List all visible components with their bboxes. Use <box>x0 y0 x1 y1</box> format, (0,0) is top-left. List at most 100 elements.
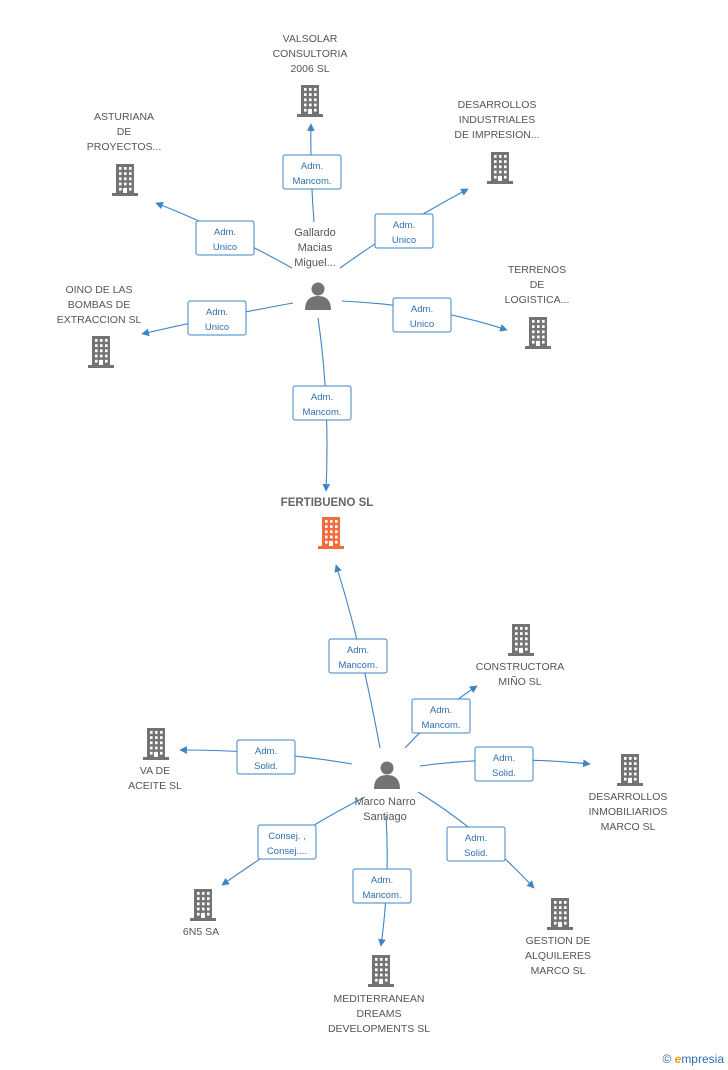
relation-badge[interactable]: Adm.Mancom. <box>282 154 342 190</box>
company-label-line: DESARROLLOS <box>589 791 668 803</box>
relation-badge[interactable]: Adm.Unico <box>392 297 452 333</box>
person-label-line: Santiago <box>363 811 406 823</box>
relation-badge-label-line: Adm. <box>206 307 228 318</box>
building-icon <box>190 889 216 921</box>
center-company-node[interactable]: FERTIBUENO SL <box>281 497 374 549</box>
company-label-line: CONSTRUCTORA <box>476 661 564 673</box>
company-label-line: DEVELOPMENTS SL <box>328 1023 430 1035</box>
company-label: 6N5 SA <box>183 926 219 938</box>
relation-badge[interactable]: Adm.Mancom. <box>292 385 352 421</box>
relation-badge-label: Adm.Solid. <box>492 753 516 779</box>
person-label-line: Gallardo <box>294 227 336 239</box>
person-label-line: Miguel... <box>294 257 336 269</box>
relation-badge-label: Adm.Unico <box>410 304 434 330</box>
brand-name: mpresia <box>681 1052 724 1066</box>
relation-badge-label: Adm.Mancom. <box>292 161 331 187</box>
company-node-va_aceite[interactable]: VA DE ACEITE SL <box>128 728 182 792</box>
relation-badge-label-line: Unico <box>410 319 434 330</box>
relation-badge-box <box>374 213 434 249</box>
relation-badge[interactable]: Adm.Unico <box>374 213 434 249</box>
company-label-line: LOGISTICA... <box>505 294 570 306</box>
relation-badge-label: Adm.Solid. <box>464 833 488 859</box>
building-icon <box>88 336 114 368</box>
relation-badge-box <box>446 826 506 862</box>
relation-badge-label: Adm. Solid. <box>254 746 278 772</box>
company-label-line: 6N5 SA <box>183 926 219 938</box>
company-label-line: CONSULTORIA <box>273 48 348 60</box>
relation-badge-box <box>187 300 247 336</box>
company-label-line: INMOBILIARIOS <box>589 806 668 818</box>
relation-badge[interactable]: Adm.Solid. <box>446 826 506 862</box>
company-node-6n5[interactable]: 6N5 SA <box>183 889 219 938</box>
relation-badge[interactable]: Adm. Mancom. <box>352 868 412 904</box>
building-icon <box>112 164 138 196</box>
relation-badge[interactable]: Adm. Solid. <box>236 739 296 775</box>
relation-badge[interactable]: Adm.Mancom. <box>411 698 471 734</box>
relation-badge[interactable]: Adm.Solid. <box>474 746 534 782</box>
relation-badge-box <box>474 746 534 782</box>
company-label: VA DE ACEITE SL <box>128 765 182 792</box>
building-icon <box>487 152 513 184</box>
relation-badge-label-line: Adm. <box>347 645 369 656</box>
company-label-line: ASTURIANA <box>94 111 154 123</box>
company-label-line: VA DE <box>140 765 170 777</box>
brand-footer[interactable]: © empresia <box>662 1052 724 1066</box>
relation-badge-label: Adm.Unico <box>392 220 416 246</box>
relation-badge-label-line: Adm. <box>255 746 277 757</box>
relation-badge-label-line: Solid. <box>464 848 488 859</box>
company-label-line: ALQUILERES <box>525 950 591 962</box>
relation-badge-label-line: Unico <box>205 322 229 333</box>
relation-badge-box <box>236 739 296 775</box>
person-icon <box>374 761 400 789</box>
relation-badge-label: Adm.Mancom. <box>421 705 460 731</box>
company-label-line: GESTION DE <box>526 935 591 947</box>
building-icon <box>318 517 344 549</box>
relation-badge-label-line: Mancom. <box>292 176 331 187</box>
building-icon <box>508 624 534 656</box>
relation-badge-label-line: Adm. <box>393 220 415 231</box>
company-label-line: TERRENOS <box>508 264 566 276</box>
relation-badge-box <box>352 868 412 904</box>
relation-badge[interactable]: Adm. Unico <box>187 300 247 336</box>
relation-badge-label-line: Solid. <box>492 768 516 779</box>
company-label-line: DE <box>117 126 132 138</box>
relation-badge-box <box>328 638 388 674</box>
company-label: DESARROLLOS INMOBILIARIOS MARCO SL <box>589 791 668 833</box>
company-label-line: MARCO SL <box>601 821 656 833</box>
relation-badge[interactable]: Adm. Mancom. <box>328 638 388 674</box>
company-node-desarrollos_inm[interactable]: DESARROLLOS INMOBILIARIOS MARCO SL <box>589 754 668 833</box>
person-label-line: Marco Narro <box>354 796 415 808</box>
relation-badge[interactable]: Adm.Unico <box>195 220 255 256</box>
relation-badge-label-line: Solid. <box>254 761 278 772</box>
relation-badge-box <box>411 698 471 734</box>
relation-badge-box <box>392 297 452 333</box>
relation-badge-label-line: Mancom. <box>302 407 341 418</box>
company-label-line: ACEITE SL <box>128 780 182 792</box>
person-icon <box>305 282 331 310</box>
person-label-line: Macias <box>298 242 333 254</box>
relation-badge[interactable]: Consej. ,Consej.... <box>257 824 317 860</box>
relation-badge-label: Adm.Mancom. <box>302 392 341 418</box>
building-icon <box>368 955 394 987</box>
relation-badge-label-line: Mancom. <box>338 660 377 671</box>
relation-badge-label-line: Adm. <box>371 875 393 886</box>
relation-badge-label-line: Mancom. <box>362 890 401 901</box>
building-icon <box>143 728 169 760</box>
